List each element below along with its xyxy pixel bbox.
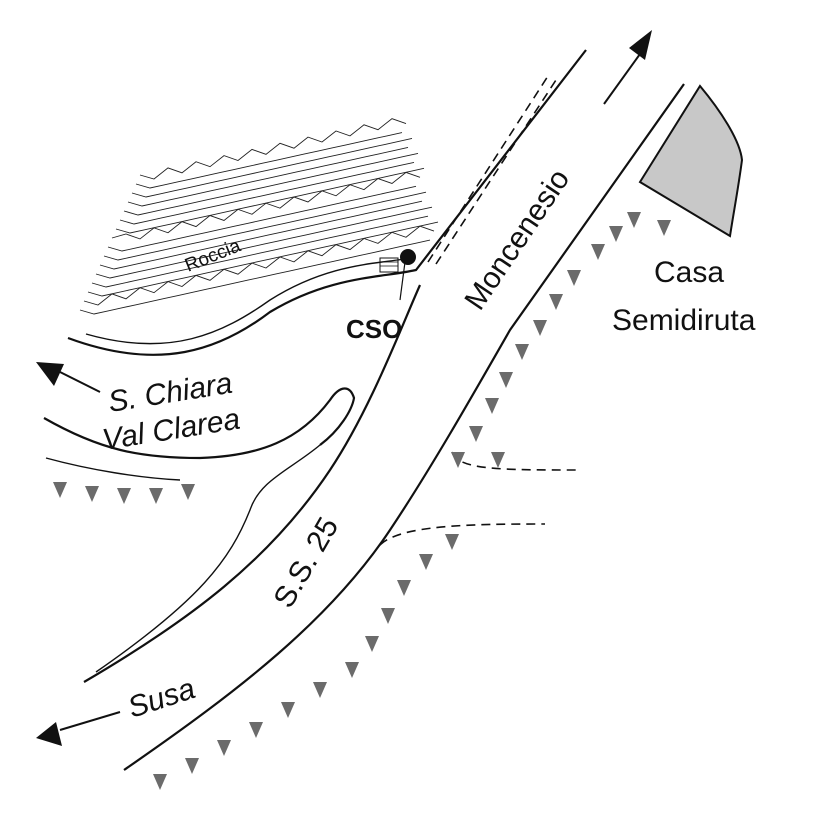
cso-hatch-box bbox=[379, 257, 399, 273]
embankment-tick-icon bbox=[149, 488, 163, 504]
embankment-tick-icon bbox=[397, 580, 411, 596]
embankment-tick-icon bbox=[445, 534, 459, 550]
label-moncenesio: Moncenesio bbox=[458, 163, 576, 316]
arrow-moncenesio-icon bbox=[603, 30, 652, 105]
embankment-tick-icon bbox=[419, 554, 433, 570]
embankment-tick-icon bbox=[469, 426, 483, 442]
embankment-tick-icon bbox=[533, 320, 547, 336]
dashed-track-south bbox=[379, 523, 546, 546]
rock-contour bbox=[103, 191, 427, 261]
embankment-tick-icon bbox=[491, 452, 505, 468]
arrow-susa-icon bbox=[36, 711, 121, 746]
embankment-tick-icon bbox=[499, 372, 513, 388]
rock-contour bbox=[119, 161, 415, 225]
rock-contour bbox=[111, 171, 421, 240]
label-roccia: Roccia bbox=[182, 235, 244, 276]
dashed-track-east bbox=[451, 451, 581, 471]
road-upper-west-edge bbox=[67, 49, 587, 356]
embankment-tick-icon bbox=[313, 682, 327, 698]
building-casa-semidiruta bbox=[638, 84, 744, 238]
embankment-tick-icon bbox=[381, 608, 395, 624]
cso-marker-icon bbox=[400, 249, 416, 265]
rock-area bbox=[79, 118, 439, 315]
label-casa: Casa bbox=[654, 256, 724, 289]
cso-leader-line bbox=[399, 261, 406, 301]
rock-contour bbox=[131, 138, 413, 198]
dashed-path-1 bbox=[427, 75, 549, 263]
embankment-tick-icon bbox=[609, 226, 623, 242]
embankment-tick-icon bbox=[181, 484, 195, 500]
rock-contour bbox=[83, 225, 435, 306]
embankment-tick-icon bbox=[485, 398, 499, 414]
rock-contour bbox=[135, 132, 403, 189]
label-ss25: S.S. 25 bbox=[267, 512, 345, 614]
rock-contour bbox=[123, 152, 419, 216]
embankment-tick-icon bbox=[249, 722, 263, 738]
label-susa: Susa bbox=[124, 672, 199, 725]
embankment-tick-icon bbox=[153, 774, 167, 790]
rock-contour bbox=[115, 167, 425, 234]
embankment-tick-icon bbox=[657, 220, 671, 236]
road-chiara-inner bbox=[95, 444, 321, 673]
road-chiara-edge-low bbox=[45, 457, 181, 481]
label-cso: CSO bbox=[346, 314, 402, 344]
dashed-path-2 bbox=[435, 79, 557, 265]
label-semidiruta: Semidiruta bbox=[612, 304, 756, 337]
embankment-tick-icon bbox=[117, 488, 131, 504]
embankment-tick-icon bbox=[85, 486, 99, 502]
embankment-tick-icon bbox=[345, 662, 359, 678]
embankment-ticks bbox=[53, 212, 671, 790]
rock-contour bbox=[95, 206, 433, 279]
road-chiara-outer bbox=[43, 387, 356, 460]
embankment-tick-icon bbox=[185, 758, 199, 774]
embankment-tick-icon bbox=[627, 212, 641, 228]
embankment-tick-icon bbox=[217, 740, 231, 756]
rock-contour bbox=[127, 147, 409, 207]
embankment-tick-icon bbox=[549, 294, 563, 310]
embankment-tick-icon bbox=[53, 482, 67, 498]
embankment-tick-icon bbox=[567, 270, 581, 286]
rock-contour bbox=[99, 200, 423, 270]
embankment-tick-icon bbox=[281, 702, 295, 718]
rock-contour bbox=[107, 185, 417, 252]
road-main-east-edge bbox=[123, 83, 685, 771]
embankment-tick-icon bbox=[451, 452, 465, 468]
road-upper-west-edge-inner bbox=[85, 257, 411, 345]
arrow-chiara-icon bbox=[36, 362, 101, 393]
rock-contour bbox=[79, 239, 431, 315]
rock-contour bbox=[87, 221, 439, 297]
road-main-west-edge bbox=[83, 284, 422, 683]
rock-contour bbox=[139, 118, 407, 180]
embankment-tick-icon bbox=[515, 344, 529, 360]
embankment-tick-icon bbox=[591, 244, 605, 260]
embankment-tick-icon bbox=[365, 636, 379, 652]
rock-contour bbox=[91, 215, 429, 288]
